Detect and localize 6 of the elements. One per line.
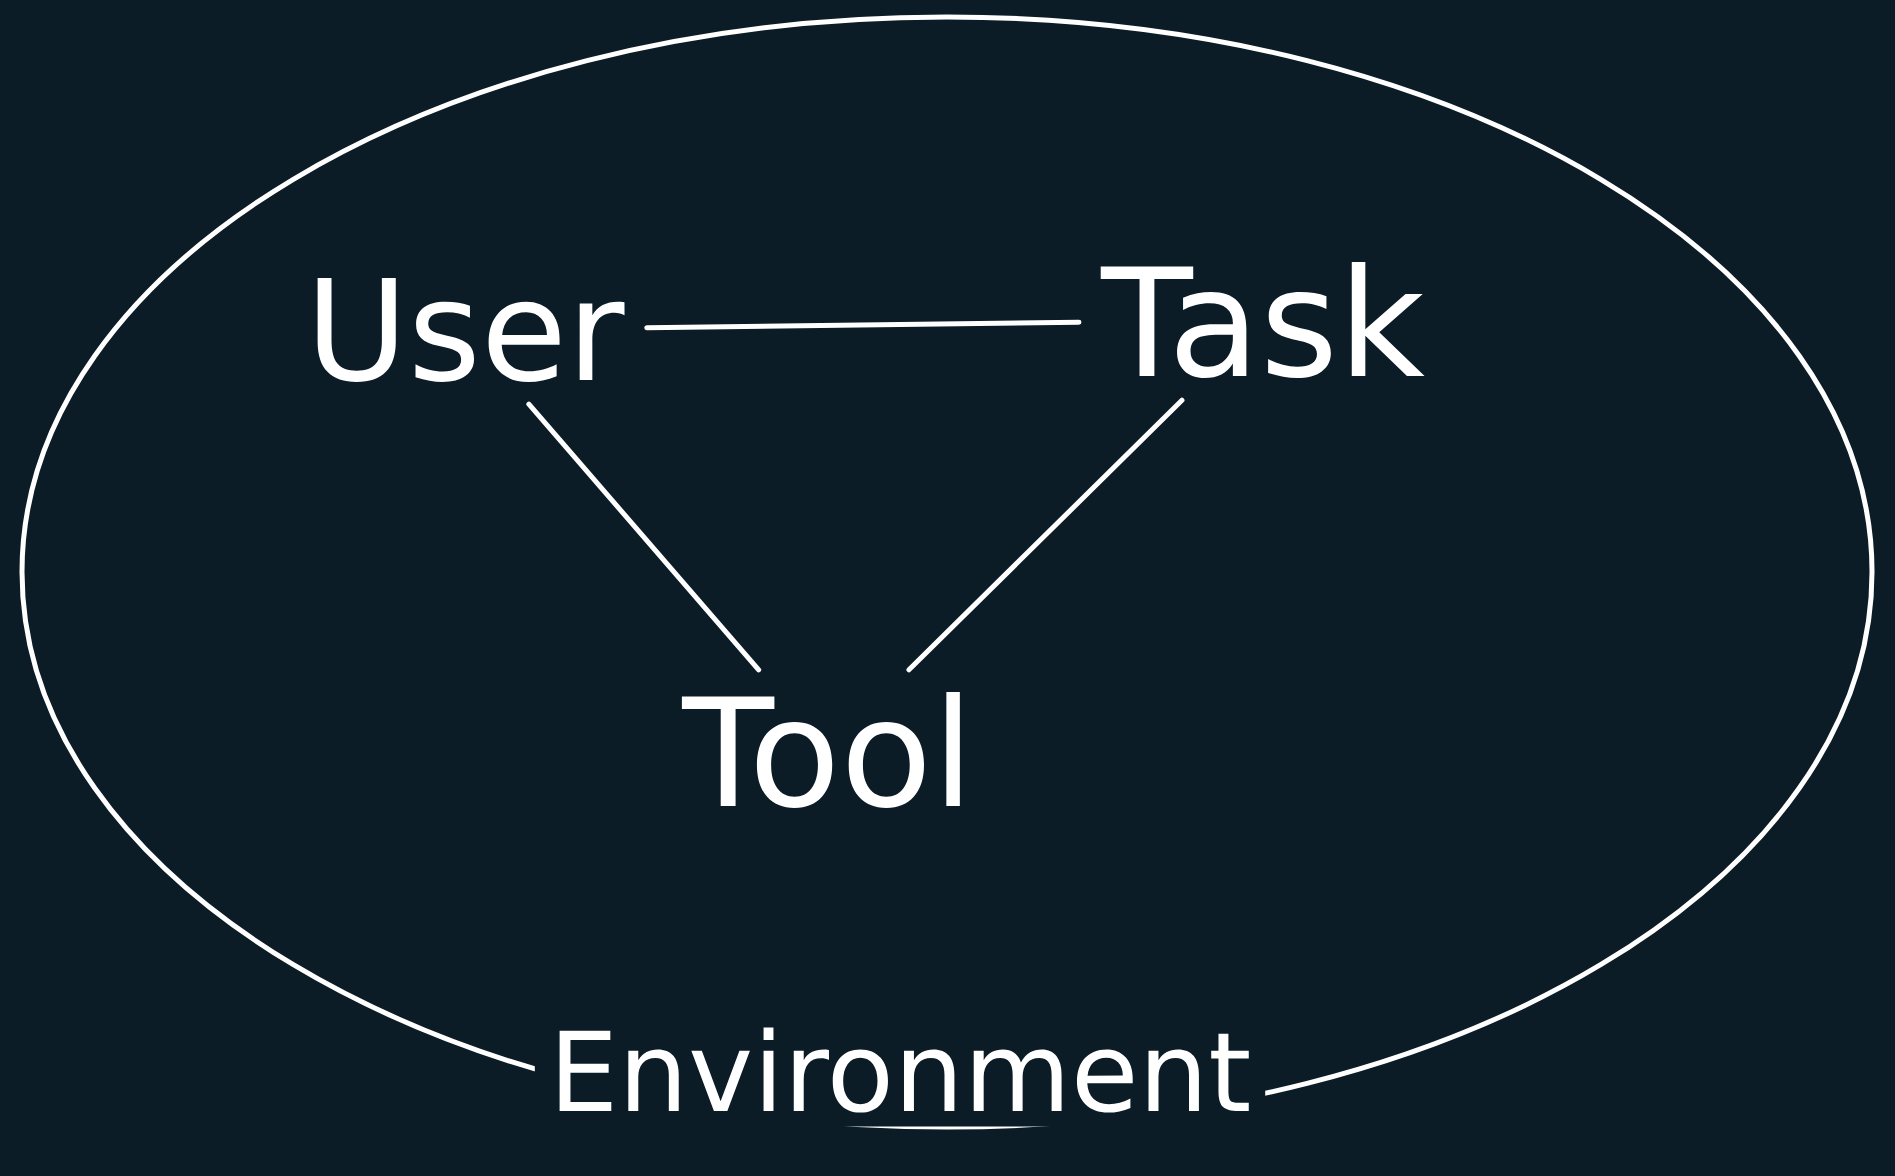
node-label: Tool <box>681 692 960 809</box>
node-label: User <box>317 278 625 382</box>
connector-line <box>644 319 1082 331</box>
node-label: Task <box>1100 261 1425 379</box>
connector-line <box>906 397 1185 673</box>
connector-line <box>526 401 762 673</box>
